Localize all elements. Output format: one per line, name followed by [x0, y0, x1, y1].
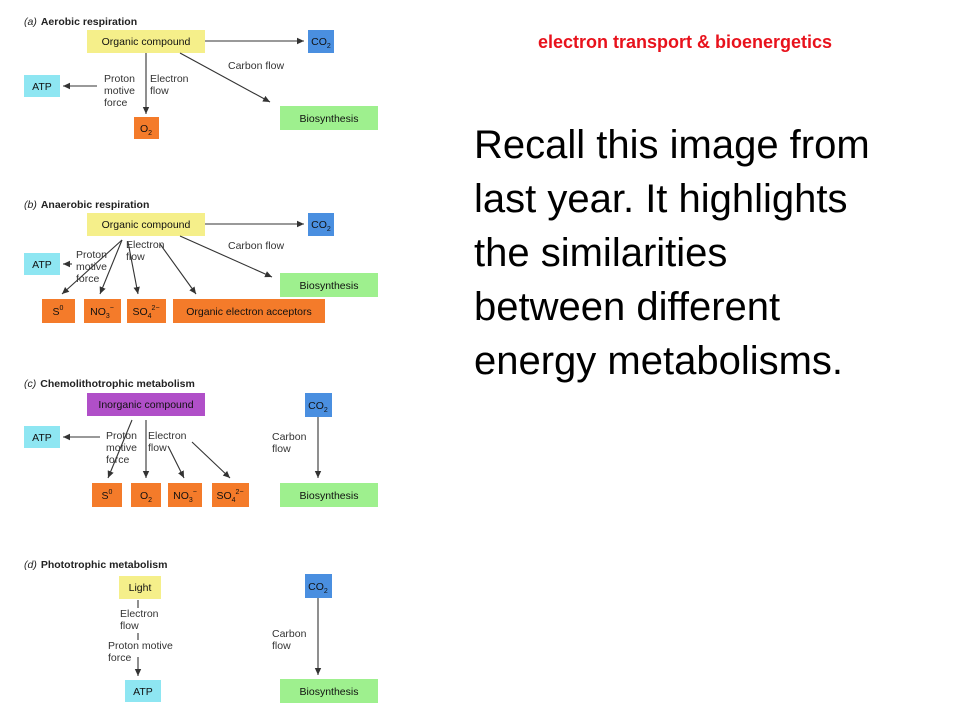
biosynthesis-label: Biosynthesis	[300, 490, 359, 502]
co2-box	[305, 393, 332, 417]
atp-label: ATP	[32, 432, 52, 444]
o2-label: O2	[140, 490, 152, 504]
carbon-flow-label: Carbon flow	[228, 240, 284, 252]
body-text-line: last year. It highlights	[474, 177, 848, 221]
panel-letter: (d)	[24, 559, 37, 571]
carbon-flow-arrow	[179, 52, 271, 103]
arrow-to-s0	[107, 419, 133, 479]
inorganic-compound-label: Inorganic compound	[98, 399, 193, 411]
arrow-to-so4	[127, 241, 140, 295]
arrow-to-organic-acceptors	[159, 243, 197, 295]
o2-label: O2	[140, 123, 152, 137]
atp-box	[125, 680, 161, 702]
no3-box	[168, 483, 202, 507]
panel-phototrophic-metabolism: (d) Phototrophic metabolism Light Electro…	[24, 559, 378, 703]
s0-box	[92, 483, 122, 507]
organic-electron-acceptors-box	[173, 299, 325, 323]
s0-box	[42, 299, 75, 323]
co2-label: CO2	[308, 581, 328, 595]
organic-compound-box	[87, 213, 205, 236]
panel-title-text: Phototrophic metabolism	[41, 559, 168, 571]
arrow-to-no3	[99, 239, 123, 295]
co2-label: CO2	[311, 219, 331, 233]
biosynthesis-label: Biosynthesis	[300, 113, 359, 125]
panel-aerobic-respiration: (a)Aerobic respiration Organic compound …	[24, 16, 378, 139]
arrow-to-no3	[167, 445, 185, 479]
panel-title: (d) Phototrophic metabolism	[24, 559, 167, 571]
body-text-line: energy metabolisms.	[474, 339, 844, 383]
organic-compound-label: Organic compound	[102, 219, 191, 231]
co2-box	[308, 30, 334, 53]
inorganic-compound-box	[87, 393, 205, 416]
atp-box	[24, 426, 60, 448]
panel-chemolithotrophic-metabolism: (c) Chemolithotrophic metabolism Inorgani…	[24, 378, 378, 507]
arrow-to-s0	[61, 239, 123, 295]
atp-label: ATP	[133, 686, 153, 698]
panel-title: (a) Aerobic respiration	[24, 16, 137, 28]
o2-box	[134, 117, 159, 139]
no3-box	[84, 299, 121, 323]
biosynthesis-box	[280, 679, 378, 703]
s0-label: S0	[53, 305, 64, 318]
so4-label: SO42−	[132, 305, 159, 320]
atp-label: ATP	[32, 259, 52, 271]
organic-compound-box	[87, 30, 205, 53]
panel-anaerobic-respiration: (b) Anaerobic respiration Organic compoun…	[24, 199, 378, 323]
body-text-line: Recall this image from	[474, 123, 870, 167]
biosynthesis-box	[280, 273, 378, 297]
body-text-line: the similarities	[474, 231, 728, 275]
s0-label: S0	[102, 489, 113, 502]
co2-label: CO2	[308, 400, 328, 414]
panel-letter: (a)	[24, 16, 37, 28]
co2-box	[308, 213, 334, 236]
energy-metabolism-diagram: (a)Aerobic respiration Organic compound …	[24, 16, 378, 703]
atp-box	[24, 75, 60, 97]
panel-title-text: Chemolithotrophic metabolism	[40, 378, 195, 390]
no3-label: NO3−	[90, 305, 114, 320]
light-label: Light	[129, 582, 152, 594]
co2-label: CO2	[311, 36, 331, 50]
panel-title-text: Anaerobic respiration	[41, 199, 150, 211]
carbon-flow-arrow	[179, 235, 273, 278]
so4-label: SO42−	[216, 489, 243, 504]
so4-box	[127, 299, 166, 323]
panel-title: (c) Chemolithotrophic metabolism	[24, 378, 195, 390]
co2-box	[305, 574, 332, 598]
organic-electron-acceptors-label: Organic electron acceptors	[186, 306, 311, 318]
biosynthesis-box	[280, 106, 378, 130]
biosynthesis-label: Biosynthesis	[300, 686, 359, 698]
organic-compound-label: Organic compound	[102, 36, 191, 48]
atp-label: ATP	[32, 81, 52, 93]
panel-letter: (c)	[24, 378, 36, 390]
o2-box	[131, 483, 161, 507]
panel-title-text: Aerobic respiration	[41, 16, 137, 28]
carbon-flow-label: Carbon flow	[228, 60, 284, 72]
page-header-title: electron transport & bioenergetics	[538, 32, 833, 52]
biosynthesis-label: Biosynthesis	[300, 280, 359, 292]
light-box	[119, 576, 161, 599]
biosynthesis-box	[280, 483, 378, 507]
panel-letter: (b)	[24, 199, 37, 211]
so4-box	[212, 483, 249, 507]
no3-label: NO3−	[173, 489, 197, 504]
body-text-line: between different	[474, 285, 781, 329]
arrow-to-so4	[191, 441, 231, 479]
atp-box	[24, 253, 60, 275]
body-text: Recall this image from last year. It hig…	[474, 118, 954, 388]
panel-title: (b) Anaerobic respiration	[24, 199, 149, 211]
